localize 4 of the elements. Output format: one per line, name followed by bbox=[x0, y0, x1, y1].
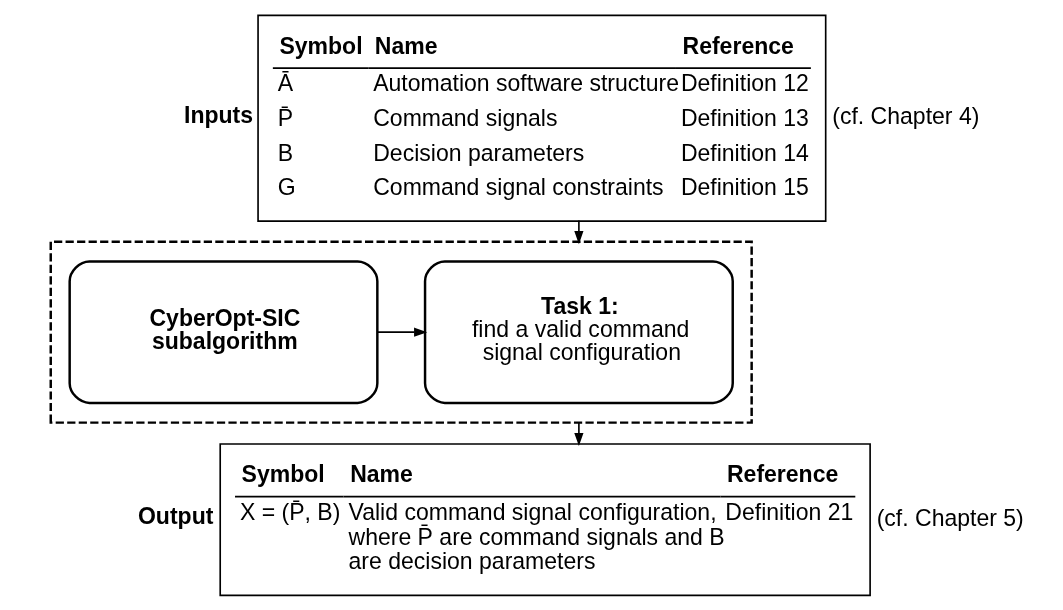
node-label: (cf. Chapter 4) bbox=[831, 103, 979, 130]
node-label: Output bbox=[137, 503, 213, 530]
node-label: (cf. Chapter 5) bbox=[876, 504, 1024, 531]
node-label: Inputs bbox=[183, 101, 253, 128]
